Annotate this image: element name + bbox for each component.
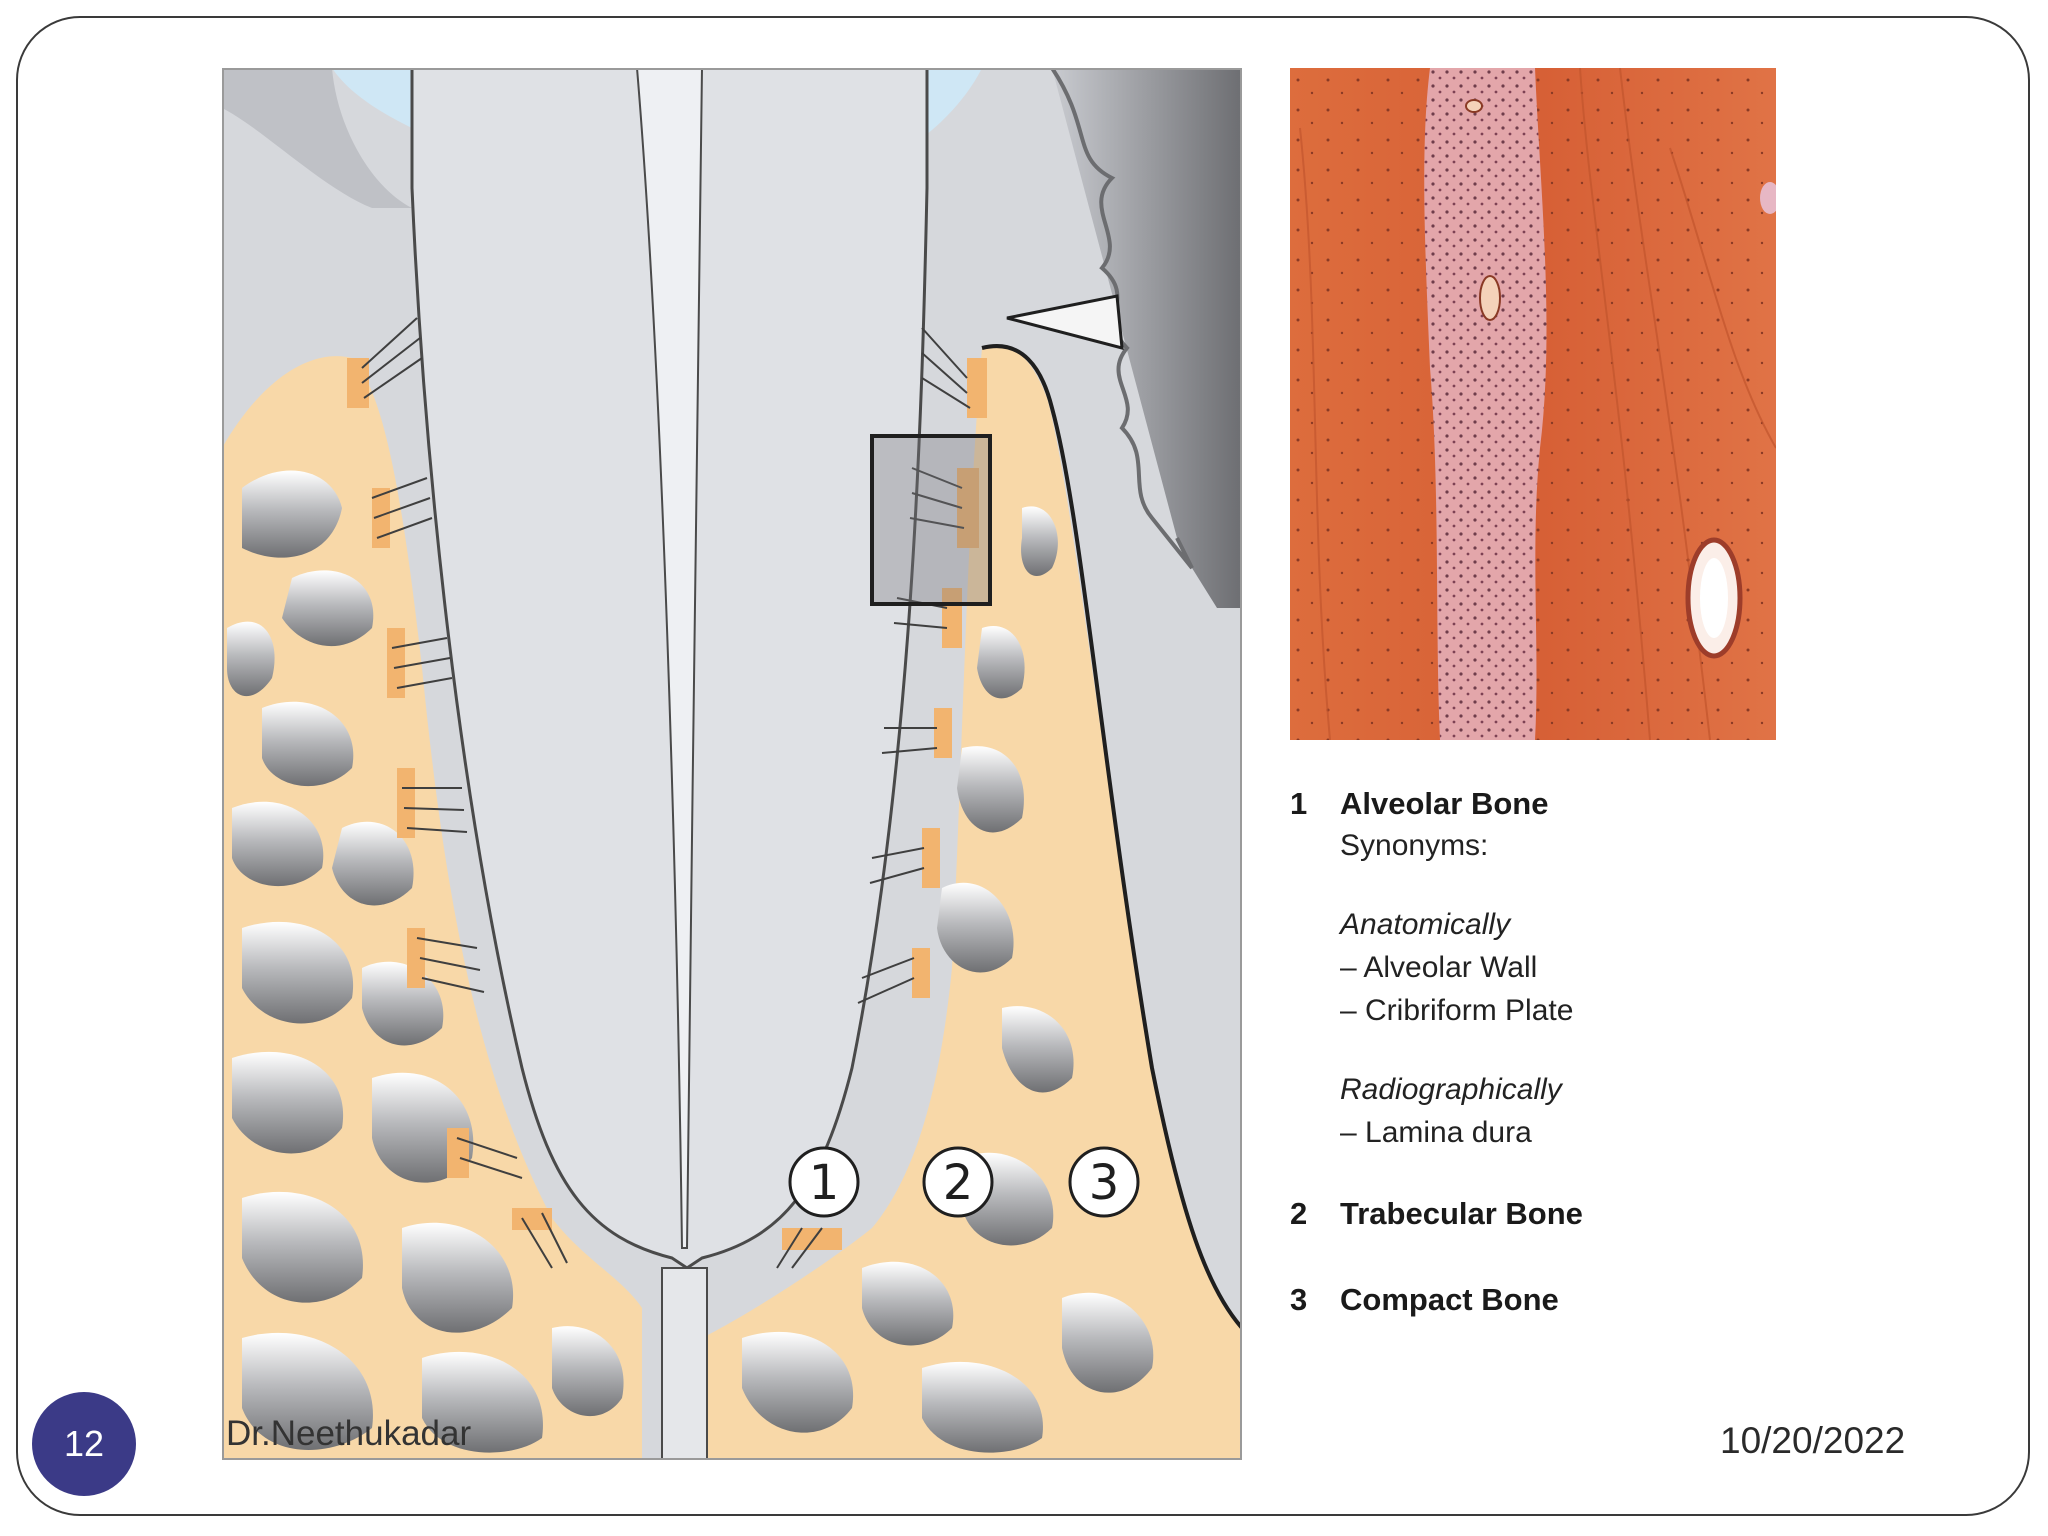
root-canal (635, 68, 704, 1249)
legend: 1 Alveolar Bone Synonyms: Anatomically –… (1290, 784, 1810, 1326)
legend-term: Compact Bone (1340, 1282, 1559, 1317)
synonyms-label: Synonyms: (1340, 829, 1489, 862)
pdl-fibers (361, 317, 971, 1269)
synonym-item: – Alveolar Wall (1340, 951, 1538, 984)
author-label: Dr.Neethukadar (226, 1414, 472, 1453)
callout-3: 3 (1068, 1146, 1140, 1218)
anatomically-label: Anatomically (1340, 908, 1511, 941)
arrowhead-marker (1006, 294, 1124, 350)
synonym-item: – Lamina dura (1340, 1116, 1532, 1149)
legend-number: 3 (1290, 1282, 1308, 1317)
legend-item-trabecular-bone: 2 Trabecular Bone (1290, 1194, 1810, 1234)
legend-item-compact-bone: 3 Compact Bone (1290, 1280, 1810, 1320)
marrow-spaces (227, 470, 1154, 1453)
svg-text:3: 3 (1089, 1155, 1120, 1211)
legend-term: Alveolar Bone (1340, 786, 1549, 821)
histology-micrograph (1290, 68, 1776, 740)
detail-box (870, 434, 992, 606)
synonym-item: – Cribriform Plate (1340, 994, 1574, 1027)
page-number-badge: 12 (32, 1392, 136, 1496)
date-label: 10/20/2022 (1720, 1420, 1906, 1461)
legend-number: 2 (1290, 1196, 1308, 1231)
legend-term: Trabecular Bone (1340, 1196, 1583, 1231)
svg-text:1: 1 (809, 1155, 840, 1211)
callout-1: 1 (788, 1146, 860, 1218)
radiographically-label: Radiographically (1340, 1073, 1562, 1106)
alveolar-bone-illustration: 1 2 3 (222, 68, 1242, 1460)
svg-text:2: 2 (943, 1155, 974, 1211)
legend-item-alveolar-bone: 1 Alveolar Bone Synonyms: Anatomically –… (1290, 784, 1810, 1154)
callout-2: 2 (922, 1146, 994, 1218)
legend-number: 1 (1290, 786, 1308, 821)
